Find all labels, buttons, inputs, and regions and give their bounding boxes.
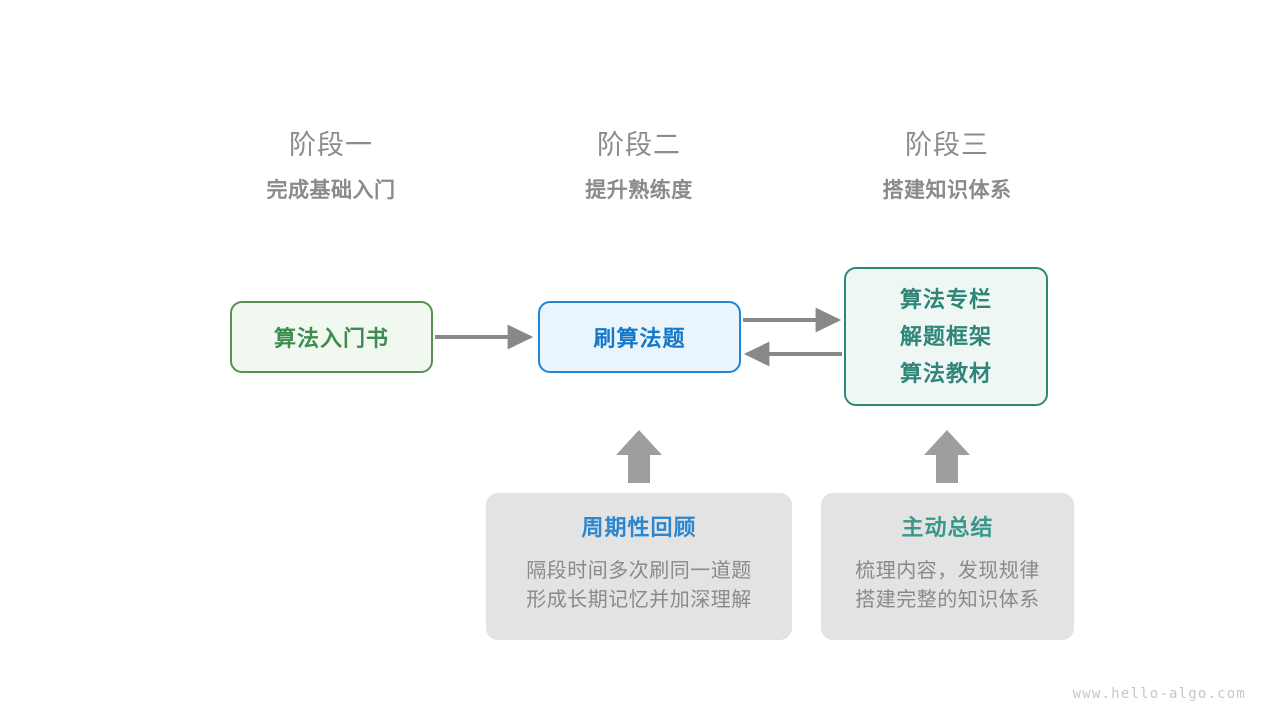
node-resources[interactable]: 算法专栏 解题框架 算法教材: [844, 267, 1048, 406]
stage-subtitle-1: 完成基础入门: [266, 179, 396, 202]
stage-title-1: 阶段一: [289, 130, 373, 160]
node-resources-line-1: 算法专栏: [899, 287, 992, 312]
block-arrow-review-up: [616, 430, 662, 483]
tip-card-active-summary-desc: 梳理内容，发现规律 搭建完整的知识体系: [855, 557, 1040, 615]
tip-card-active-summary[interactable]: 主动总结 梳理内容，发现规律 搭建完整的知识体系: [821, 493, 1074, 640]
tip-card-periodic-review-desc: 隔段时间多次刷同一道题 形成长期记忆并加深理解: [526, 557, 752, 615]
tip-card-active-summary-title: 主动总结: [901, 515, 994, 540]
tip-desc-line-2: 形成长期记忆并加深理解: [526, 589, 752, 611]
tip-desc-line-1: 梳理内容，发现规律: [855, 560, 1040, 582]
tip-desc-line-1: 隔段时间多次刷同一道题: [526, 560, 752, 582]
node-practice-problems[interactable]: 刷算法题: [538, 301, 741, 373]
stage-title-2: 阶段二: [597, 130, 681, 160]
stage-subtitle-2: 提升熟练度: [585, 179, 693, 202]
stage-header-3: 阶段三 搭建知识体系: [817, 128, 1077, 206]
tip-desc-line-2: 搭建完整的知识体系: [855, 589, 1040, 611]
node-intro-book[interactable]: 算法入门书: [230, 301, 433, 373]
stage-subtitle-3: 搭建知识体系: [882, 179, 1012, 202]
stage-header-2: 阶段二 提升熟练度: [509, 128, 769, 206]
node-resources-line-3: 算法教材: [899, 361, 992, 386]
stage-title-3: 阶段三: [905, 130, 989, 160]
node-resources-line-2: 解题框架: [899, 324, 992, 349]
tip-card-periodic-review-title: 周期性回顾: [581, 515, 697, 540]
stage-header-1: 阶段一 完成基础入门: [201, 128, 461, 206]
node-intro-book-label: 算法入门书: [273, 326, 389, 351]
node-practice-problems-label: 刷算法题: [593, 326, 686, 351]
block-arrow-summary-up: [924, 430, 970, 483]
tip-card-periodic-review[interactable]: 周期性回顾 隔段时间多次刷同一道题 形成长期记忆并加深理解: [486, 493, 792, 640]
watermark: www.hello-algo.com: [1072, 686, 1246, 702]
